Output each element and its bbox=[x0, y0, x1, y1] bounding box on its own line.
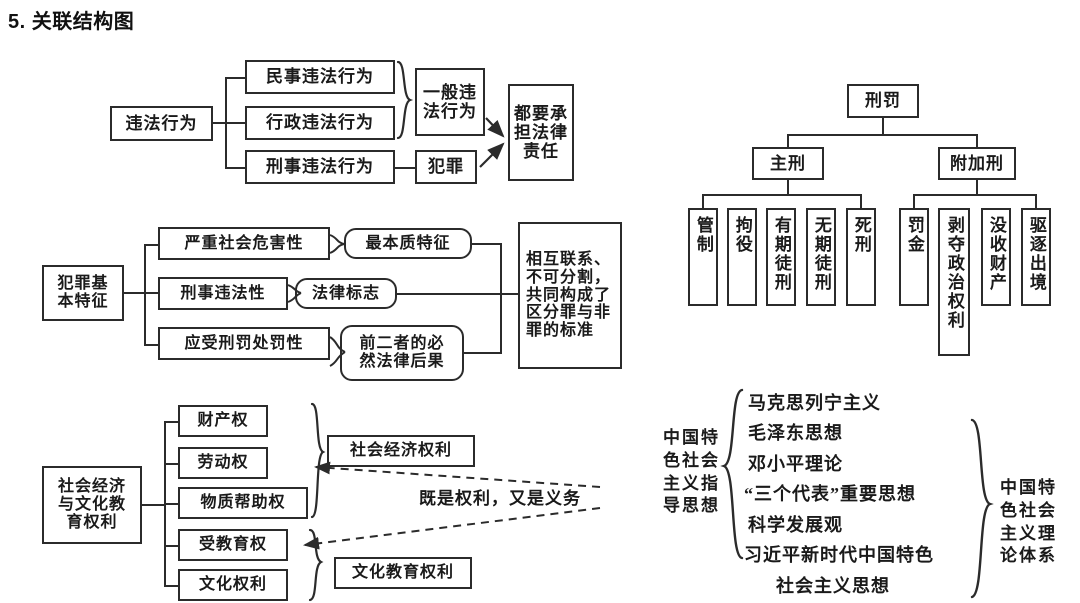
label-ideology-right: 中国特 色社会 主义理 论体系 bbox=[1000, 478, 1057, 566]
box-main-item-detention[interactable]: 拘役 bbox=[727, 208, 757, 306]
ideology-item-4: 科学发展观 bbox=[748, 515, 843, 535]
leader-annotation-to-cultural bbox=[303, 507, 601, 550]
connector-note3-to-summary bbox=[464, 352, 502, 354]
connector-main-drop bbox=[787, 180, 789, 195]
box-crime-features-root[interactable]: 犯罪基 本特征 bbox=[42, 265, 124, 321]
box-additional-item-fine[interactable]: 罚金 bbox=[899, 208, 929, 306]
connector-additional-bus bbox=[913, 194, 1036, 196]
box-rights-root[interactable]: 社会经济 与文化教 育权利 bbox=[42, 466, 142, 544]
box-additional-punishment[interactable]: 附加刑 bbox=[938, 147, 1016, 180]
arrow-general-to-outcome bbox=[485, 117, 505, 138]
notch-harm-to-note bbox=[329, 234, 345, 254]
connector-punish-split bbox=[787, 134, 978, 136]
ideology-item-3: “三个代表”重要思想 bbox=[744, 484, 916, 504]
connector-additional-tick-4 bbox=[1035, 194, 1037, 208]
label-ideology-left: 中国特 色社会 主义指 导思想 bbox=[663, 428, 720, 516]
connector-rights-root-stem bbox=[142, 504, 166, 506]
box-illegal-civil[interactable]: 民事违法行为 bbox=[245, 60, 395, 94]
connector-crime-to-illegality bbox=[144, 292, 158, 294]
box-crime-features-summary[interactable]: 相互联系、 不可分割， 共同构成了 区分罪与非 罪的标准 bbox=[518, 222, 622, 369]
box-right-material-aid[interactable]: 物质帮助权 bbox=[178, 487, 308, 519]
connector-note1-to-summary bbox=[472, 243, 502, 245]
ideology-item-1: 毛泽东思想 bbox=[748, 423, 843, 443]
connector-crime-root-stem bbox=[124, 292, 146, 294]
brace-economic-rights bbox=[310, 402, 326, 519]
box-main-item-control[interactable]: 管制 bbox=[688, 208, 718, 306]
connector-to-additional bbox=[976, 134, 978, 148]
box-general-illegal[interactable]: 一般违 法行为 bbox=[415, 68, 485, 136]
connector-illegal-to-admin bbox=[225, 122, 245, 124]
connector-rights-to-education bbox=[164, 545, 178, 547]
connector-criminal-to-crime-box bbox=[395, 167, 415, 169]
box-note-essential-feature[interactable]: 最本质特征 bbox=[344, 228, 472, 259]
brace-ideology-right bbox=[970, 418, 994, 599]
box-feature-punishability[interactable]: 应受刑罚处罚性 bbox=[158, 327, 330, 360]
connector-summary-spine bbox=[500, 243, 502, 353]
leader-annotation-to-economic bbox=[314, 461, 601, 488]
box-illegal-criminal[interactable]: 刑事违法行为 bbox=[245, 150, 395, 184]
brace-general-illegal bbox=[396, 60, 414, 140]
connector-illegal-to-criminal bbox=[225, 167, 245, 169]
page-title: 5. 关联结构图 bbox=[8, 11, 135, 33]
box-note-legal-mark[interactable]: 法律标志 bbox=[295, 278, 397, 309]
box-right-property[interactable]: 财产权 bbox=[178, 405, 268, 437]
connector-main-tick-1 bbox=[702, 194, 704, 208]
connector-main-bus bbox=[702, 194, 861, 196]
connector-rights-to-labor bbox=[164, 463, 178, 465]
box-punishment-root[interactable]: 刑罚 bbox=[847, 84, 919, 118]
box-group-cultural-rights[interactable]: 文化教育权利 bbox=[334, 557, 472, 589]
box-additional-item-confiscation[interactable]: 没收财产 bbox=[981, 208, 1011, 306]
label-right-and-duty: 既是权利，又是义务 bbox=[419, 489, 581, 508]
box-illegal-administrative[interactable]: 行政违法行为 bbox=[245, 106, 395, 140]
connector-punish-root-drop bbox=[882, 118, 884, 135]
brace-cultural-rights bbox=[308, 528, 324, 602]
connector-crime-spine bbox=[144, 244, 146, 344]
connector-additional-tick-1 bbox=[913, 194, 915, 208]
box-feature-criminal-illegality[interactable]: 刑事违法性 bbox=[158, 277, 288, 310]
box-additional-item-deprivation[interactable]: 剥夺政治权利 bbox=[938, 208, 970, 356]
connector-rights-to-culture bbox=[164, 585, 178, 587]
box-main-item-fixed-term[interactable]: 有期徒刑 bbox=[766, 208, 796, 306]
connector-crime-to-harm bbox=[144, 244, 158, 246]
box-group-economic-rights[interactable]: 社会经济权利 bbox=[327, 435, 475, 467]
box-main-item-death[interactable]: 死刑 bbox=[846, 208, 876, 306]
box-right-education[interactable]: 受教育权 bbox=[178, 529, 288, 561]
arrow-crime-to-outcome bbox=[479, 142, 505, 168]
box-right-labor[interactable]: 劳动权 bbox=[178, 447, 268, 479]
ideology-item-5: 习近平新时代中国特色 bbox=[744, 545, 934, 565]
connector-main-tick-5 bbox=[860, 194, 862, 208]
box-main-item-life[interactable]: 无期徒刑 bbox=[806, 208, 836, 306]
ideology-item-2: 邓小平理论 bbox=[748, 454, 843, 474]
box-main-punishment[interactable]: 主刑 bbox=[752, 147, 824, 180]
box-right-culture[interactable]: 文化权利 bbox=[178, 569, 288, 601]
connector-rights-to-material bbox=[164, 503, 178, 505]
box-feature-social-harm[interactable]: 严重社会危害性 bbox=[158, 227, 330, 260]
box-illegal-root[interactable]: 违法行为 bbox=[110, 106, 213, 141]
ideology-item-6: 社会主义思想 bbox=[776, 576, 890, 596]
connector-illegal-to-civil bbox=[225, 77, 245, 79]
box-note-legal-consequence[interactable]: 前二者的必 然法律后果 bbox=[340, 325, 464, 381]
connector-rights-to-property bbox=[164, 421, 178, 423]
ideology-item-0: 马克思列宁主义 bbox=[748, 393, 881, 413]
connector-crime-to-punish bbox=[144, 344, 158, 346]
connector-to-main bbox=[787, 134, 789, 148]
box-additional-item-deportation[interactable]: 驱逐出境 bbox=[1021, 208, 1051, 306]
box-crime[interactable]: 犯罪 bbox=[415, 150, 477, 184]
connector-additional-drop bbox=[976, 180, 978, 195]
box-bear-legal-responsibility[interactable]: 都要承 担法律 责任 bbox=[508, 84, 574, 181]
connector-note2-to-summary bbox=[397, 293, 518, 295]
brace-ideology-left bbox=[720, 388, 744, 560]
